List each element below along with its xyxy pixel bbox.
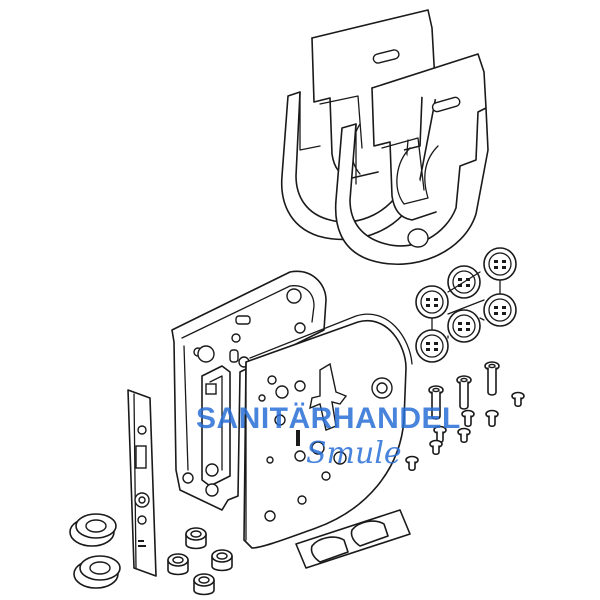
rosette-top-icon [69, 513, 117, 547]
mounting-bracket-front-icon [334, 53, 489, 265]
lock-body-icon [171, 270, 327, 511]
faceplate-icon [127, 389, 157, 577]
rosette-bottom-icon [73, 555, 121, 589]
adhesive-pad-icon [295, 509, 411, 569]
screw-icon [405, 361, 525, 472]
insert-disc-icon [415, 247, 517, 363]
watermark-line2: Smule [306, 436, 402, 471]
lock-cover-plate-icon [243, 313, 413, 549]
watermark-line1: SANITÄRHANDEL [196, 402, 461, 435]
bushing-icon [167, 527, 233, 596]
